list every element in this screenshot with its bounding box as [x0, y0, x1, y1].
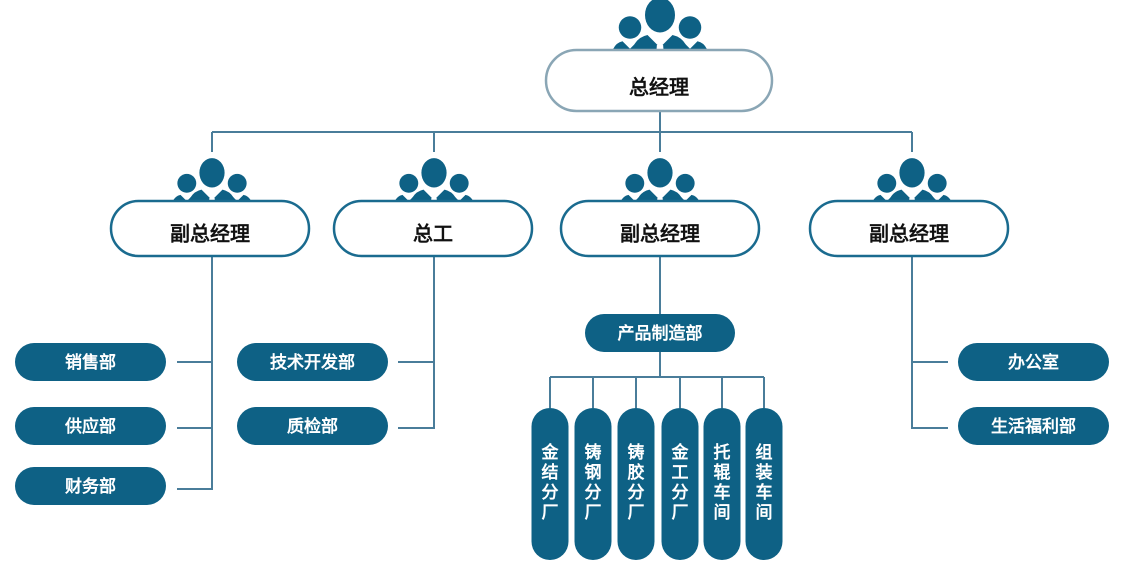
- manager-box-3: 副总经理: [559, 199, 761, 258]
- dept-production: 产品制造部: [585, 314, 735, 352]
- factory-6-label: 组装车间: [755, 442, 773, 523]
- dept-left-1-label: 销售部: [65, 352, 116, 373]
- factory-5: 托辊车间: [703, 408, 741, 560]
- dept-left-3-label: 财务部: [64, 476, 116, 497]
- dept-right-2: 生活福利部: [958, 407, 1109, 445]
- dept-tech-1-label: 技术开发部: [270, 352, 355, 373]
- dept-left-1: 销售部: [15, 343, 166, 381]
- dept-right-2-label: 生活福利部: [991, 416, 1076, 437]
- factory-3-label: 铸胶分厂: [628, 442, 645, 523]
- dept-left-2: 供应部: [15, 407, 166, 445]
- manager-box-1-label: 副总经理: [170, 222, 250, 246]
- dept-tech-2-label: 质检部: [287, 416, 338, 437]
- dept-left-2-label: 供应部: [64, 416, 116, 437]
- factory-5-label: 托辊车间: [714, 442, 731, 523]
- top-box: 总经理: [544, 48, 774, 113]
- factory-3: 铸胶分厂: [617, 408, 655, 560]
- manager-box-3-label: 副总经理: [620, 222, 700, 246]
- factory-2-label: 铸钢分厂: [585, 442, 602, 523]
- manager-box-2-label: 总工: [413, 222, 453, 246]
- dept-tech-1: 技术开发部: [237, 343, 388, 381]
- factory-6: 组装车间: [745, 408, 783, 560]
- dept-tech-2: 质检部: [237, 407, 388, 445]
- manager-box-4: 副总经理: [808, 199, 1010, 258]
- top-box-label: 总经理: [629, 75, 689, 99]
- factory-2: 铸钢分厂: [574, 408, 612, 560]
- factory-4-label: 金工分厂: [671, 442, 690, 523]
- factory-1-label: 金结分厂: [541, 442, 560, 523]
- dept-right-1-label: 办公室: [1008, 352, 1059, 373]
- manager-box-1: 副总经理: [109, 199, 311, 258]
- factory-1: 金结分厂: [531, 408, 569, 560]
- manager-box-2: 总工: [332, 199, 534, 258]
- connector-lines: [177, 110, 948, 490]
- dept-production-label: 产品制造部: [618, 323, 703, 344]
- manager-box-4-label: 副总经理: [869, 222, 949, 246]
- factory-4: 金工分厂: [661, 408, 699, 560]
- dept-right-1: 办公室: [958, 343, 1109, 381]
- dept-left-3: 财务部: [15, 467, 166, 505]
